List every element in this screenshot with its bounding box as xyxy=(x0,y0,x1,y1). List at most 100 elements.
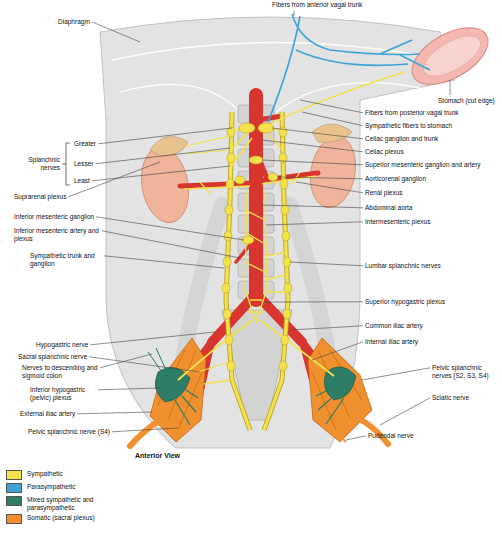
part-label: Sciatic nerve xyxy=(432,394,469,402)
leader-line xyxy=(450,80,451,95)
part-label: Inferior mesenteric artery and plexus xyxy=(14,227,100,242)
part-label: Lumbar splanchnic nerves xyxy=(365,262,441,270)
part-label: Common iliac artery xyxy=(365,322,423,330)
sciatic-nerve xyxy=(130,420,160,446)
bracket xyxy=(62,143,70,185)
ganglion xyxy=(224,231,232,241)
anterior-vagal-fibers xyxy=(292,14,420,55)
body-wall xyxy=(100,17,455,448)
suprarenal-plexus xyxy=(186,136,230,154)
ganglion xyxy=(279,153,287,163)
superior-hypogastric-plexus xyxy=(246,292,266,322)
part-label: Celiac plexus xyxy=(365,148,404,156)
part-label: Renal plexus xyxy=(365,189,403,197)
leader-line xyxy=(290,326,363,330)
legend-entry: Mixed sympathetic and parasympathetic xyxy=(6,496,101,511)
leader-line xyxy=(96,148,230,164)
part-label: Fibers from anterior vagal trunk xyxy=(272,1,362,9)
part-label: Sacral splanchnic nerve xyxy=(18,353,87,361)
aorticorenal-ganglion xyxy=(235,176,245,184)
posterior-vagal-fibers xyxy=(296,50,408,65)
ganglion xyxy=(282,231,290,241)
vagal-trunks xyxy=(268,14,430,122)
legend-entry: Somatic (sacral plexus) xyxy=(6,514,101,524)
leader-line xyxy=(300,100,363,113)
sacral-root xyxy=(312,350,362,430)
celiac-ganglion xyxy=(258,123,274,133)
leader-line xyxy=(264,301,363,302)
ganglion xyxy=(222,283,230,293)
ganglion xyxy=(279,361,287,371)
part-label: Abdominal aorta xyxy=(365,204,412,212)
part-label: Inferior hypogastric (pelvic) plexus xyxy=(30,386,96,401)
diaphragm-crus xyxy=(120,84,240,112)
part-label: Greater xyxy=(74,140,96,148)
leader-line xyxy=(92,166,230,181)
part-label: Fibers from posterior vagal trunk xyxy=(365,109,459,117)
lumbar-splanchnic-nerve xyxy=(266,252,288,292)
sciatic-nerve xyxy=(358,418,388,444)
sympathetic-trunk xyxy=(226,112,250,430)
diaphragm-line xyxy=(112,43,445,61)
part-label: Pelvic splanchnic nerves (S2, S3, S4) xyxy=(432,364,498,379)
part-label: Intermesenteric plexus xyxy=(365,218,430,226)
sympathetic-fibers-to-stomach xyxy=(270,72,405,124)
sacral-plexus-fan xyxy=(308,338,372,442)
leader-line xyxy=(277,177,363,179)
part-label: Superior hypogastric plexus xyxy=(365,298,445,306)
colic-nerve xyxy=(148,348,166,372)
leader-line xyxy=(98,128,232,144)
superior-mesenteric-ganglion xyxy=(249,156,263,164)
sacral-plexus xyxy=(130,338,388,446)
part-label: Least xyxy=(74,177,90,185)
part-label: Stomach (cut edge) xyxy=(438,97,495,105)
legend-text: Mixed sympathetic and parasympathetic xyxy=(27,496,101,511)
part-label: Inferior mesenteric ganglion xyxy=(14,213,94,221)
ganglion xyxy=(283,309,291,319)
stomach-wall xyxy=(403,16,498,96)
leader-line xyxy=(68,162,160,197)
leader-line xyxy=(77,412,152,414)
leader-line xyxy=(262,160,363,165)
leader-line xyxy=(294,11,295,17)
leader-line xyxy=(262,205,363,208)
legend-text: Parasympathetic xyxy=(27,483,101,491)
leader-line xyxy=(380,398,430,425)
leader-line xyxy=(346,436,366,440)
group-label: Splanchnic nerves xyxy=(18,156,60,171)
leader-line xyxy=(90,332,215,345)
pudendal-nerve xyxy=(330,426,346,442)
inferior-hypogastric-plexus xyxy=(155,367,190,402)
part-label: Nerves to descending and sigmoid colon xyxy=(22,364,98,379)
legend-entry: Sympathetic xyxy=(6,470,101,480)
legend-text: Sympathetic xyxy=(27,470,101,478)
suprarenal-gland xyxy=(312,124,352,142)
legend-swatch xyxy=(6,470,22,480)
legend-text: Somatic (sacral plexus) xyxy=(27,514,101,522)
leader-line xyxy=(89,357,200,372)
part-label: Hypogastric nerve xyxy=(36,341,88,349)
part-label: Sympathetic trunk and ganglion xyxy=(30,252,102,267)
stomach-cut-edge xyxy=(417,28,486,84)
legend-swatch xyxy=(6,514,22,524)
sympathetic-trunk xyxy=(226,112,250,430)
part-label: Diaphragm xyxy=(58,18,90,26)
posterior-vagal-fibers xyxy=(268,16,300,122)
part-label: Pelvic splanchnic nerve (S4) xyxy=(28,428,110,436)
hypogastric-nerve xyxy=(178,320,252,380)
part-label: Suprarenal plexus xyxy=(14,193,66,201)
leader-line xyxy=(302,112,363,126)
part-label: Superior mesenteric ganglion and artery xyxy=(365,161,481,169)
leader-line xyxy=(112,428,178,432)
renal-plexus xyxy=(184,172,316,194)
part-label: Pudendal nerve xyxy=(368,432,414,440)
leader-line xyxy=(98,388,160,390)
legend-swatch xyxy=(6,483,22,493)
pelvic-splanchnic-nerve xyxy=(316,388,344,424)
leader-line xyxy=(104,256,224,268)
celiac-ganglion xyxy=(239,123,255,133)
leader-line xyxy=(312,342,363,360)
leader-line xyxy=(100,354,152,368)
